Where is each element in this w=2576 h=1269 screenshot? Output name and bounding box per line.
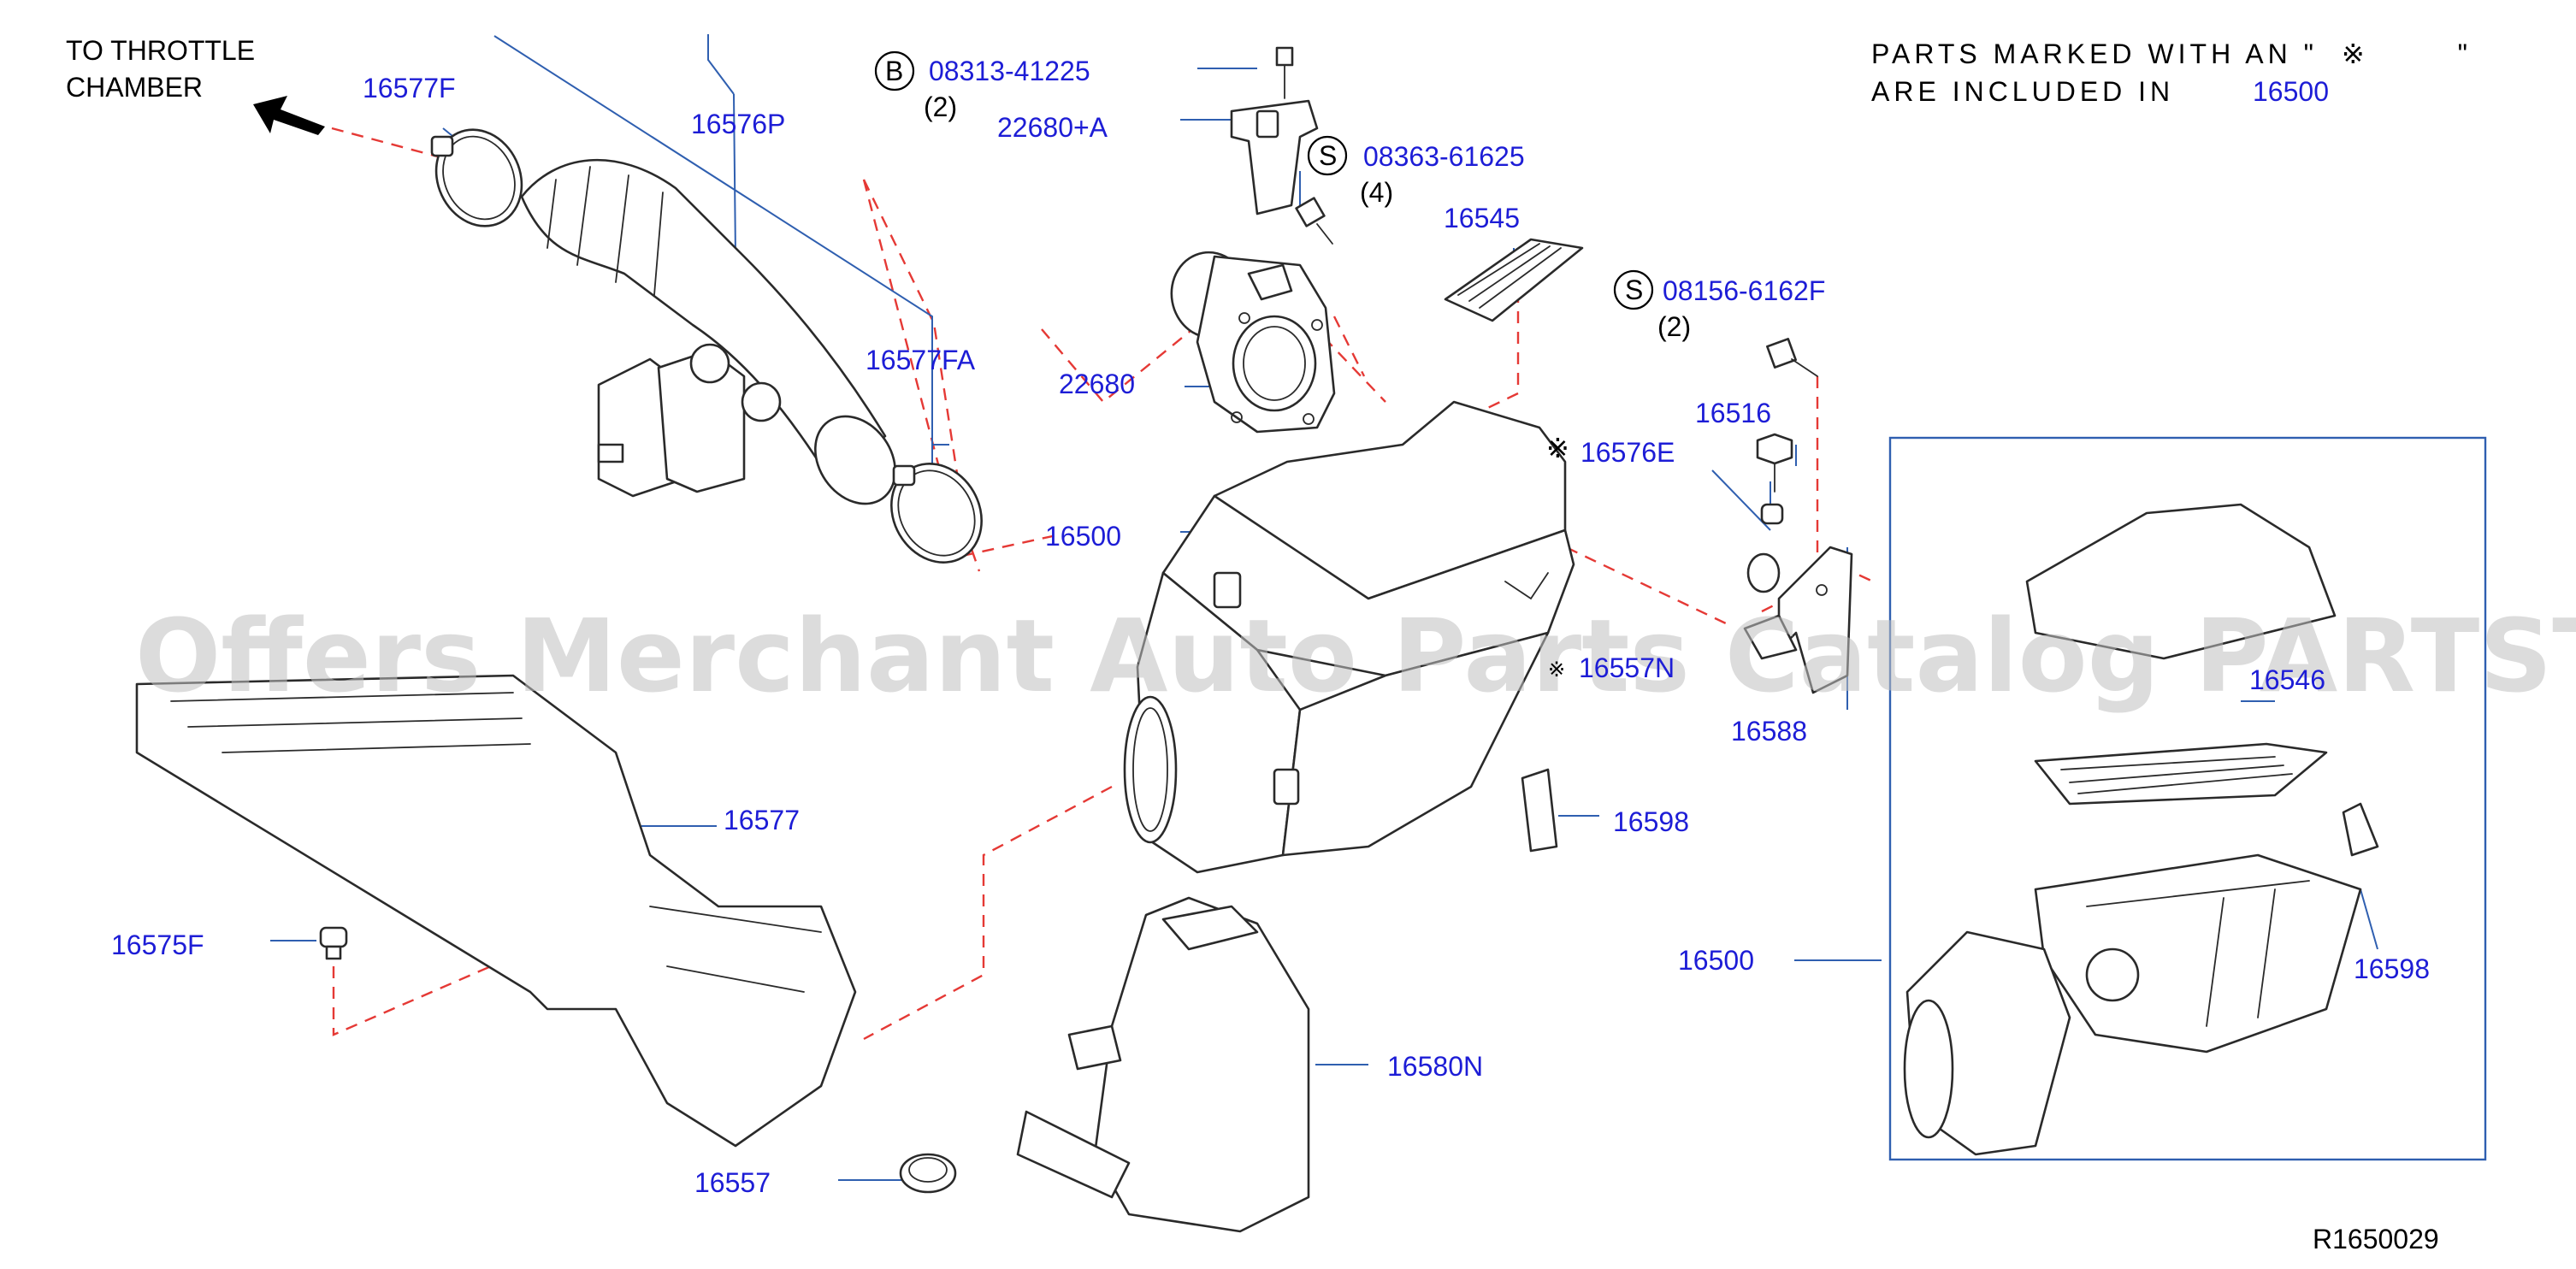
diagram-reference-code: R1650029 — [2313, 1224, 2439, 1254]
callout-16557N[interactable]: 16557N — [1579, 652, 1675, 683]
callout-08363-group: S 08363-61625 (4) — [1307, 135, 1525, 208]
callout-16577[interactable]: 16577 — [724, 805, 800, 835]
inset-clip-drawing — [2342, 802, 2379, 857]
screw-marker-circle — [1307, 135, 1348, 176]
callout-16557[interactable]: 16557 — [694, 1167, 771, 1198]
callout-16500-main[interactable]: 16500 — [1045, 521, 1121, 552]
callout-16576E[interactable]: 16576E — [1580, 437, 1675, 468]
screw-08363-drawing — [1295, 197, 1333, 245]
callout-08156-group: S 08156-6162F (2) — [1613, 269, 1825, 342]
flow-meter-body-22680-drawing — [1170, 251, 1336, 434]
screw-08156-drawing — [1766, 338, 1818, 377]
included-mark-16557N: ※ — [1548, 658, 1565, 682]
callout-16546[interactable]: 16546 — [2249, 664, 2325, 695]
air-inlet-16577-drawing — [135, 674, 857, 1148]
callout-08363-qty: (4) — [1360, 177, 1393, 208]
callout-16580N[interactable]: 16580N — [1387, 1051, 1483, 1082]
note-line2-part-code[interactable]: 16500 — [2253, 76, 2329, 107]
callout-16577F[interactable]: 16577F — [363, 73, 456, 103]
note-line1: PARTS MARKED WITH AN " ※ " — [1871, 38, 2472, 69]
callout-08156-6162F[interactable]: 08156-6162F — [1663, 275, 1825, 306]
callout-08156-qty: (2) — [1657, 311, 1691, 342]
air-cleaner-16500-main-drawing — [1123, 400, 1575, 874]
callout-16516[interactable]: 16516 — [1695, 398, 1771, 428]
clamp-16577F-drawing — [430, 128, 523, 227]
inset-lower-case-drawing — [2034, 853, 2362, 1054]
bracket-16588-drawing — [1743, 546, 1853, 694]
destination-line1: TO THROTTLE — [66, 35, 255, 66]
callout-16500-inset[interactable]: 16500 — [1678, 945, 1754, 976]
clip-16598-main-drawing — [1521, 768, 1558, 853]
callout-08363-61625[interactable]: 08363-61625 — [1363, 141, 1525, 172]
screw-marker-circle-2 — [1613, 269, 1654, 310]
callout-16545[interactable]: 16545 — [1444, 203, 1520, 233]
inset-exploded-view — [1888, 436, 2487, 1161]
callout-16598-main[interactable]: 16598 — [1613, 806, 1689, 837]
screw-marker-letter: S — [1319, 140, 1337, 171]
callout-16588[interactable]: 16588 — [1731, 716, 1807, 747]
callout-08313-group: B 08313-41225 (2) — [874, 50, 1090, 122]
bolt-marker-circle — [874, 50, 915, 91]
note-symbol: ※ — [2342, 38, 2369, 69]
callout-16575F[interactable]: 16575F — [111, 930, 204, 960]
air-duct-16576P-drawing — [520, 158, 896, 505]
filter-element-16545-drawing — [1444, 238, 1584, 322]
callout-16577FA[interactable]: 16577FA — [866, 345, 976, 375]
included-mark-16576E: ※ — [1546, 433, 1569, 463]
clamp-16577FA-drawing — [890, 463, 983, 564]
watermark: Offers Merchant Auto Parts Catalog PARTS… — [135, 597, 2576, 715]
callout-08313-qty: (2) — [924, 91, 957, 122]
callout-22680A[interactable]: 22680+A — [997, 112, 1108, 143]
callout-16598-inset[interactable]: 16598 — [2354, 953, 2430, 984]
bolt-16516-drawing — [1746, 433, 1793, 593]
grommet-16575F-drawing — [319, 926, 348, 960]
callout-08313-41225[interactable]: 08313-41225 — [929, 56, 1090, 86]
destination-line2: CHAMBER — [66, 72, 203, 103]
direction-arrow-icon — [253, 96, 325, 135]
callout-22680[interactable]: 22680 — [1059, 369, 1135, 399]
note-line2: ARE INCLUDED IN — [1871, 76, 2174, 107]
plug-16557-drawing — [899, 1153, 957, 1194]
screw-marker-letter-2: S — [1625, 274, 1643, 305]
mass-air-flow-sensor-drawing — [1230, 46, 1319, 215]
resonator-16580N-drawing — [1016, 896, 1310, 1233]
callout-16576P[interactable]: 16576P — [691, 109, 785, 139]
inset-frame — [1888, 436, 2487, 1161]
bolt-marker-letter: B — [885, 56, 903, 86]
